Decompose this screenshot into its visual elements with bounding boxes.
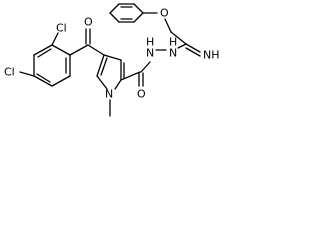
bond-cl-para (19, 71, 35, 77)
atom-o-ketone: O (84, 16, 93, 29)
bond-pyrrole-amide (120, 71, 141, 81)
bond-imine-double-b (185, 47, 201, 57)
bond-amide-n (140, 61, 151, 73)
phenoxy-ring (109, 3, 144, 23)
molecule-structure-svg: Cl Cl O N O H N H N NH O (4, 3, 220, 117)
bond-aryl-carbonyl (69, 44, 89, 56)
atom-o-ether: O (160, 7, 169, 20)
atom-n-hydrazide-1: N (146, 47, 154, 60)
bond-cl-ortho (51, 32, 59, 46)
atom-cl-ortho: Cl (56, 22, 67, 35)
atom-n-pyrrole: N (105, 88, 113, 101)
molecule-diagram: Cl Cl O N O H N H N NH O (0, 0, 238, 124)
atom-nh-imine: NH (203, 49, 220, 62)
atom-h-hydrazide-2: H (169, 36, 177, 49)
dichlorophenyl-ring (33, 44, 71, 87)
bond-n-amidine-c (177, 43, 187, 49)
bond-carbonyl-pyrrole (87, 44, 105, 56)
atom-o-amide: O (137, 88, 146, 101)
pyrrole-ring (96, 54, 125, 90)
bond-amidine-ch2 (170, 31, 187, 45)
bond-imine-double-a (185, 43, 201, 53)
atom-h-hydrazide-1: H (146, 36, 154, 49)
atom-cl-para: Cl (4, 66, 15, 79)
bond-ch2-o (164, 18, 172, 33)
atom-n-hydrazide-2: N (169, 47, 177, 60)
